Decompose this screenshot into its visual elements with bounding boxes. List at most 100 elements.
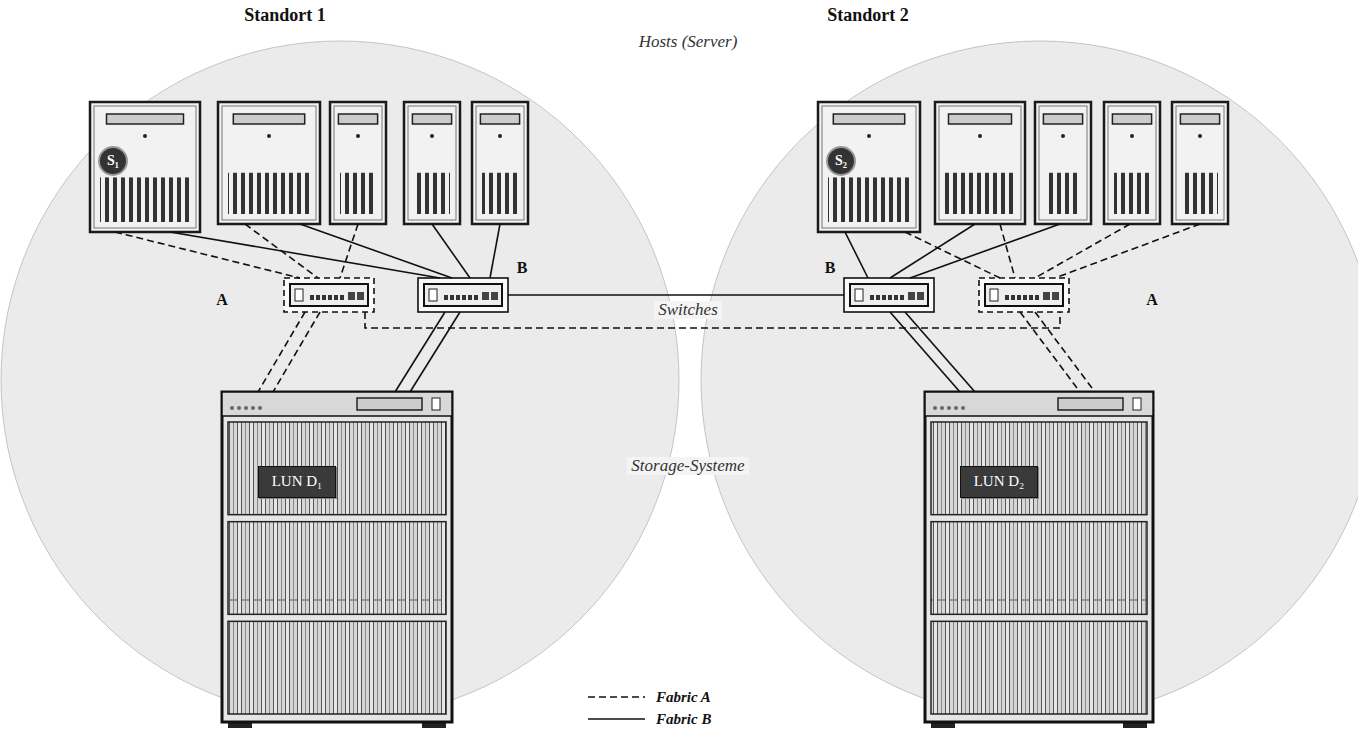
switch-port	[1052, 292, 1059, 300]
switch-key	[990, 289, 998, 301]
switch-key	[295, 289, 303, 301]
drive-shelf	[228, 422, 446, 515]
server-icon	[1035, 102, 1091, 224]
solid-sample	[588, 718, 645, 720]
lun-box: LUN D₂	[960, 466, 1038, 498]
storage-icon	[222, 392, 452, 728]
storage-case	[925, 392, 1153, 722]
server-bevel	[939, 106, 1021, 220]
server-badge: S₂	[826, 146, 856, 176]
server-node: S₁	[90, 102, 200, 232]
power-led	[267, 134, 271, 138]
fabric-b-wire	[508, 294, 844, 296]
server-grill	[414, 173, 450, 214]
switch-port	[917, 292, 924, 300]
server-bevel	[1176, 106, 1224, 220]
server-grill	[340, 173, 376, 214]
server-bevel	[1039, 106, 1087, 220]
server-grill	[100, 177, 190, 222]
switch-port	[334, 295, 338, 300]
drive-shelf	[228, 522, 446, 615]
server-case	[1035, 102, 1091, 224]
switch-key	[855, 289, 863, 301]
power-led	[867, 134, 871, 138]
server-node: S₂	[818, 102, 920, 232]
server-bevel	[1108, 106, 1156, 220]
drive-slot	[412, 114, 451, 124]
switch-frame	[844, 278, 934, 312]
lun-label: LUN D₂	[974, 473, 1025, 490]
switch-port	[340, 295, 344, 300]
server-bevel	[408, 106, 456, 220]
status-dot	[947, 406, 951, 410]
drive-slot	[357, 398, 422, 410]
server-case	[472, 102, 528, 224]
site-heading: Standort 1	[244, 6, 326, 26]
status-dot	[940, 406, 944, 410]
status-dot	[244, 406, 248, 410]
switch-port	[1017, 295, 1021, 300]
switch-port	[328, 295, 332, 300]
drive-slot	[480, 114, 519, 124]
status-dot	[237, 406, 241, 410]
server-case	[330, 102, 386, 224]
switch-port	[491, 292, 498, 300]
drive-slot	[233, 114, 304, 124]
fabric-letter: A	[216, 291, 228, 309]
power-led	[1061, 134, 1065, 138]
switch-frame	[418, 278, 508, 312]
section-label: Hosts (Server)	[639, 33, 738, 52]
site-region: Standort 1S₁LUN D₁	[0, 40, 680, 720]
section-label: Switches	[654, 301, 722, 320]
switch-port	[316, 295, 320, 300]
fc-switch	[844, 278, 934, 312]
power-led	[1130, 134, 1134, 138]
switch-port	[870, 295, 874, 300]
server-icon	[404, 102, 460, 224]
switch-port	[482, 292, 489, 300]
server-icon	[472, 102, 528, 224]
region-circle	[700, 40, 1358, 720]
drive-slot	[949, 114, 1012, 124]
switch-key	[429, 289, 437, 301]
power-led	[1198, 134, 1202, 138]
server-grill	[1114, 173, 1150, 214]
server-bevel	[222, 106, 316, 220]
drive-slot	[338, 114, 377, 124]
drive-shelf	[931, 522, 1147, 615]
server-icon	[1172, 102, 1228, 224]
drive-shelf	[228, 621, 446, 714]
switch-body	[290, 284, 368, 306]
drive-slot	[107, 114, 184, 124]
fc-switch	[979, 278, 1069, 312]
server-grill	[228, 173, 310, 214]
section-label: Storage-Systeme	[627, 457, 748, 476]
fc-switch	[418, 278, 508, 312]
site-heading: Standort 2	[827, 6, 909, 26]
fabric-letter: B	[517, 259, 528, 277]
switch-port	[1011, 295, 1015, 300]
storage-icon	[925, 392, 1153, 728]
switch-port	[882, 295, 886, 300]
fabric-letter: A	[1146, 291, 1158, 309]
server-case	[404, 102, 460, 224]
server-case	[1104, 102, 1160, 224]
storage-case	[222, 392, 452, 722]
server-case	[818, 102, 920, 232]
switch-port	[888, 295, 892, 300]
power-led	[498, 134, 502, 138]
switch-key	[432, 398, 440, 410]
status-dot	[258, 406, 262, 410]
region-outline	[701, 41, 1358, 719]
server-case	[935, 102, 1025, 224]
drive-slot	[1043, 114, 1082, 124]
switch-port	[456, 295, 460, 300]
drive-slot	[833, 114, 904, 124]
switch-body	[850, 284, 928, 306]
switch-key	[1133, 398, 1141, 410]
server-case	[1172, 102, 1228, 224]
status-dot	[933, 406, 937, 410]
switch-port	[468, 295, 472, 300]
status-dot	[954, 406, 958, 410]
